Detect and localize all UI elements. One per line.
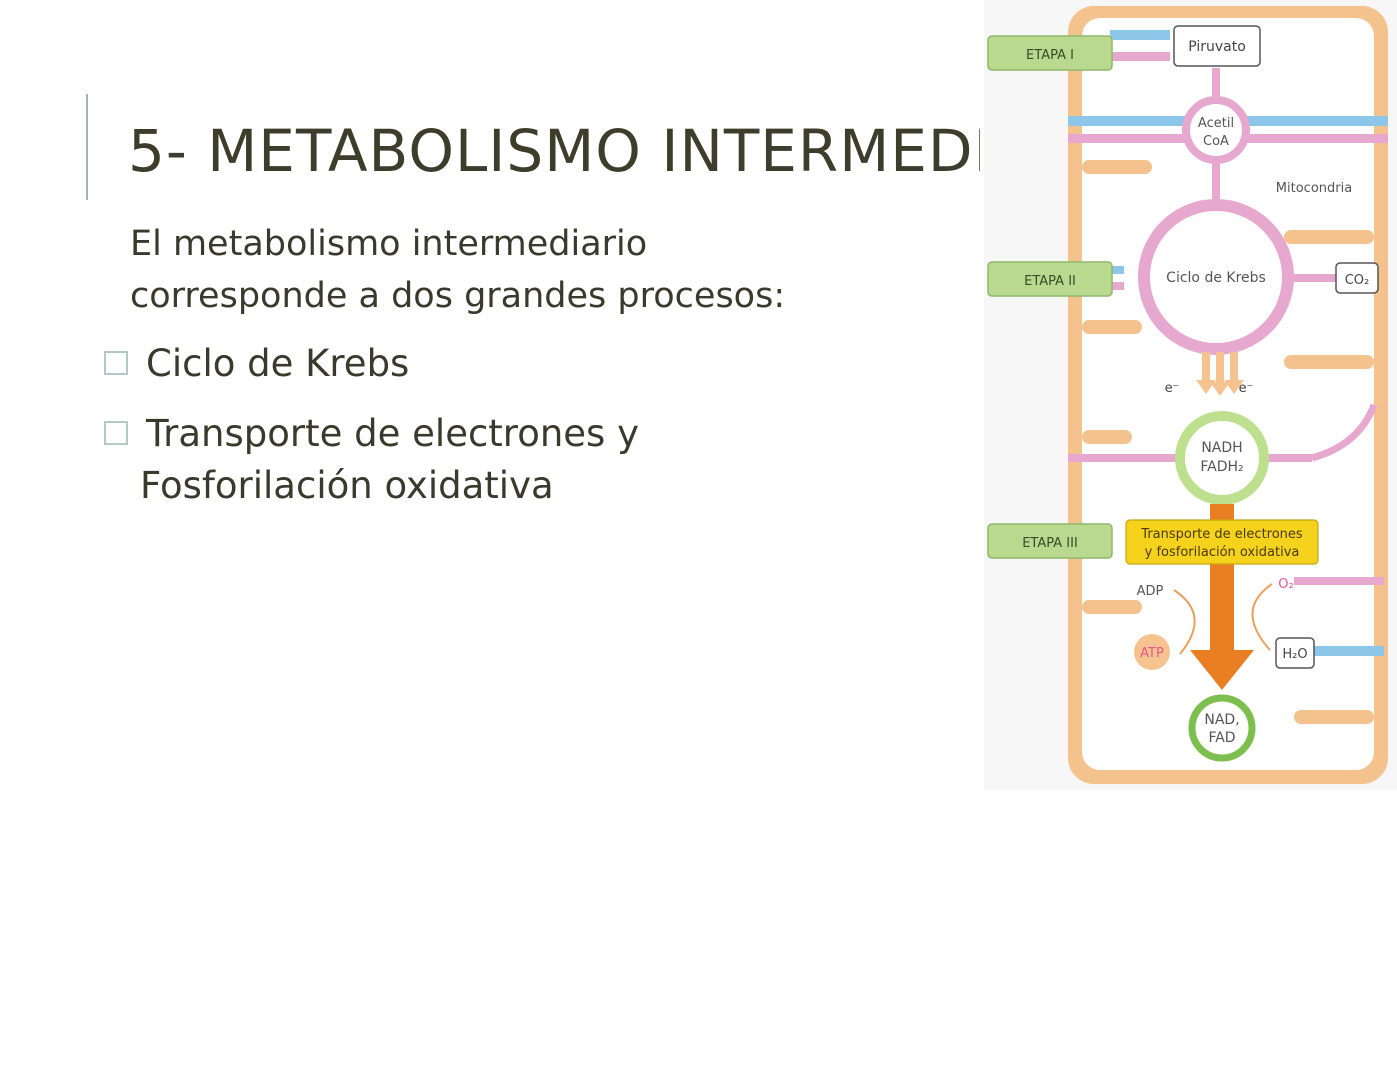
intro-line-1: El metabolismo intermediario [130,224,648,264]
atp-label: ATP [1140,646,1164,661]
bullet-label-krebs: Ciclo de Krebs [146,342,410,385]
bullet-item-transport: Transporte de electrones y Fosforilación… [104,408,639,512]
adp-label: ADP [1137,584,1164,599]
o2-h2o-curve [1251,583,1273,651]
transport-box [1125,519,1319,565]
acetil-label-2: CoA [1203,134,1229,149]
bullet-label-transport-line2: Fosforilación oxidativa [140,464,554,507]
mitochondria-diagram: ETAPA I ETAPA II ETAPA III Piruvato Acet… [984,0,1397,790]
nadh-fadh2-circle [1175,411,1269,505]
adp-atp-curve [1173,589,1196,655]
fadh2-label: FADH₂ [1200,459,1243,475]
checkbox-square-icon [104,421,132,449]
piruvato-label: Piruvato [1188,39,1246,55]
h2o-label: H₂O [1282,647,1307,662]
fad-label: FAD [1208,730,1235,746]
electron-label-right: e⁻ [1239,381,1254,396]
co2-label: CO₂ [1345,273,1370,288]
nadh-label: NADH [1201,440,1242,456]
intro-text: El metabolismo intermediario corresponde… [130,218,890,322]
checkbox-square-icon [104,351,132,379]
acetil-coa-circle [1182,96,1250,164]
stage-3-label: ETAPA III [1022,536,1078,551]
transport-label-1: Transporte de electrones [1140,527,1303,542]
intro-line-2: corresponde a dos grandes procesos: [130,276,786,316]
title-container: 5- METABOLISMO INTERMEDIARIO [128,106,980,196]
h2o-box [1275,637,1315,669]
stage-2-label: ETAPA II [1024,274,1076,289]
transport-label-2: y fosforilación oxidativa [1145,545,1300,560]
orange-flow-arrow [1190,504,1254,690]
co2-box [1335,262,1379,294]
krebs-label: Ciclo de Krebs [1166,270,1266,286]
nad-label: NAD, [1204,712,1239,728]
stage-2-box [987,261,1113,297]
piruvato-box [1173,25,1261,67]
nad-fad-circle [1188,694,1256,762]
diagram-svg: ETAPA I ETAPA II ETAPA III Piruvato Acet… [984,0,1397,790]
mitocondria-label: Mitocondria [1276,181,1352,196]
krebs-cycle-ring [1138,199,1294,355]
cristae [1082,160,1374,724]
stage-boxes: ETAPA I ETAPA II ETAPA III [987,35,1113,559]
o2-label: O₂ [1278,577,1293,592]
title-accent-bar [86,94,88,200]
stage-1-box [987,35,1113,71]
electron-label-left: e⁻ [1165,381,1180,396]
stage-1-label: ETAPA I [1026,48,1074,63]
bullet-label-transport-line1: Transporte de electrones y [146,412,639,455]
slide-title: 5- METABOLISMO INTERMEDIARIO [128,117,980,185]
bullet-item-krebs: Ciclo de Krebs [104,338,409,390]
stage-3-box [987,523,1113,559]
electron-arrows [1196,352,1244,396]
atp-circle [1134,634,1170,670]
acetil-label-1: Acetil [1198,116,1234,131]
